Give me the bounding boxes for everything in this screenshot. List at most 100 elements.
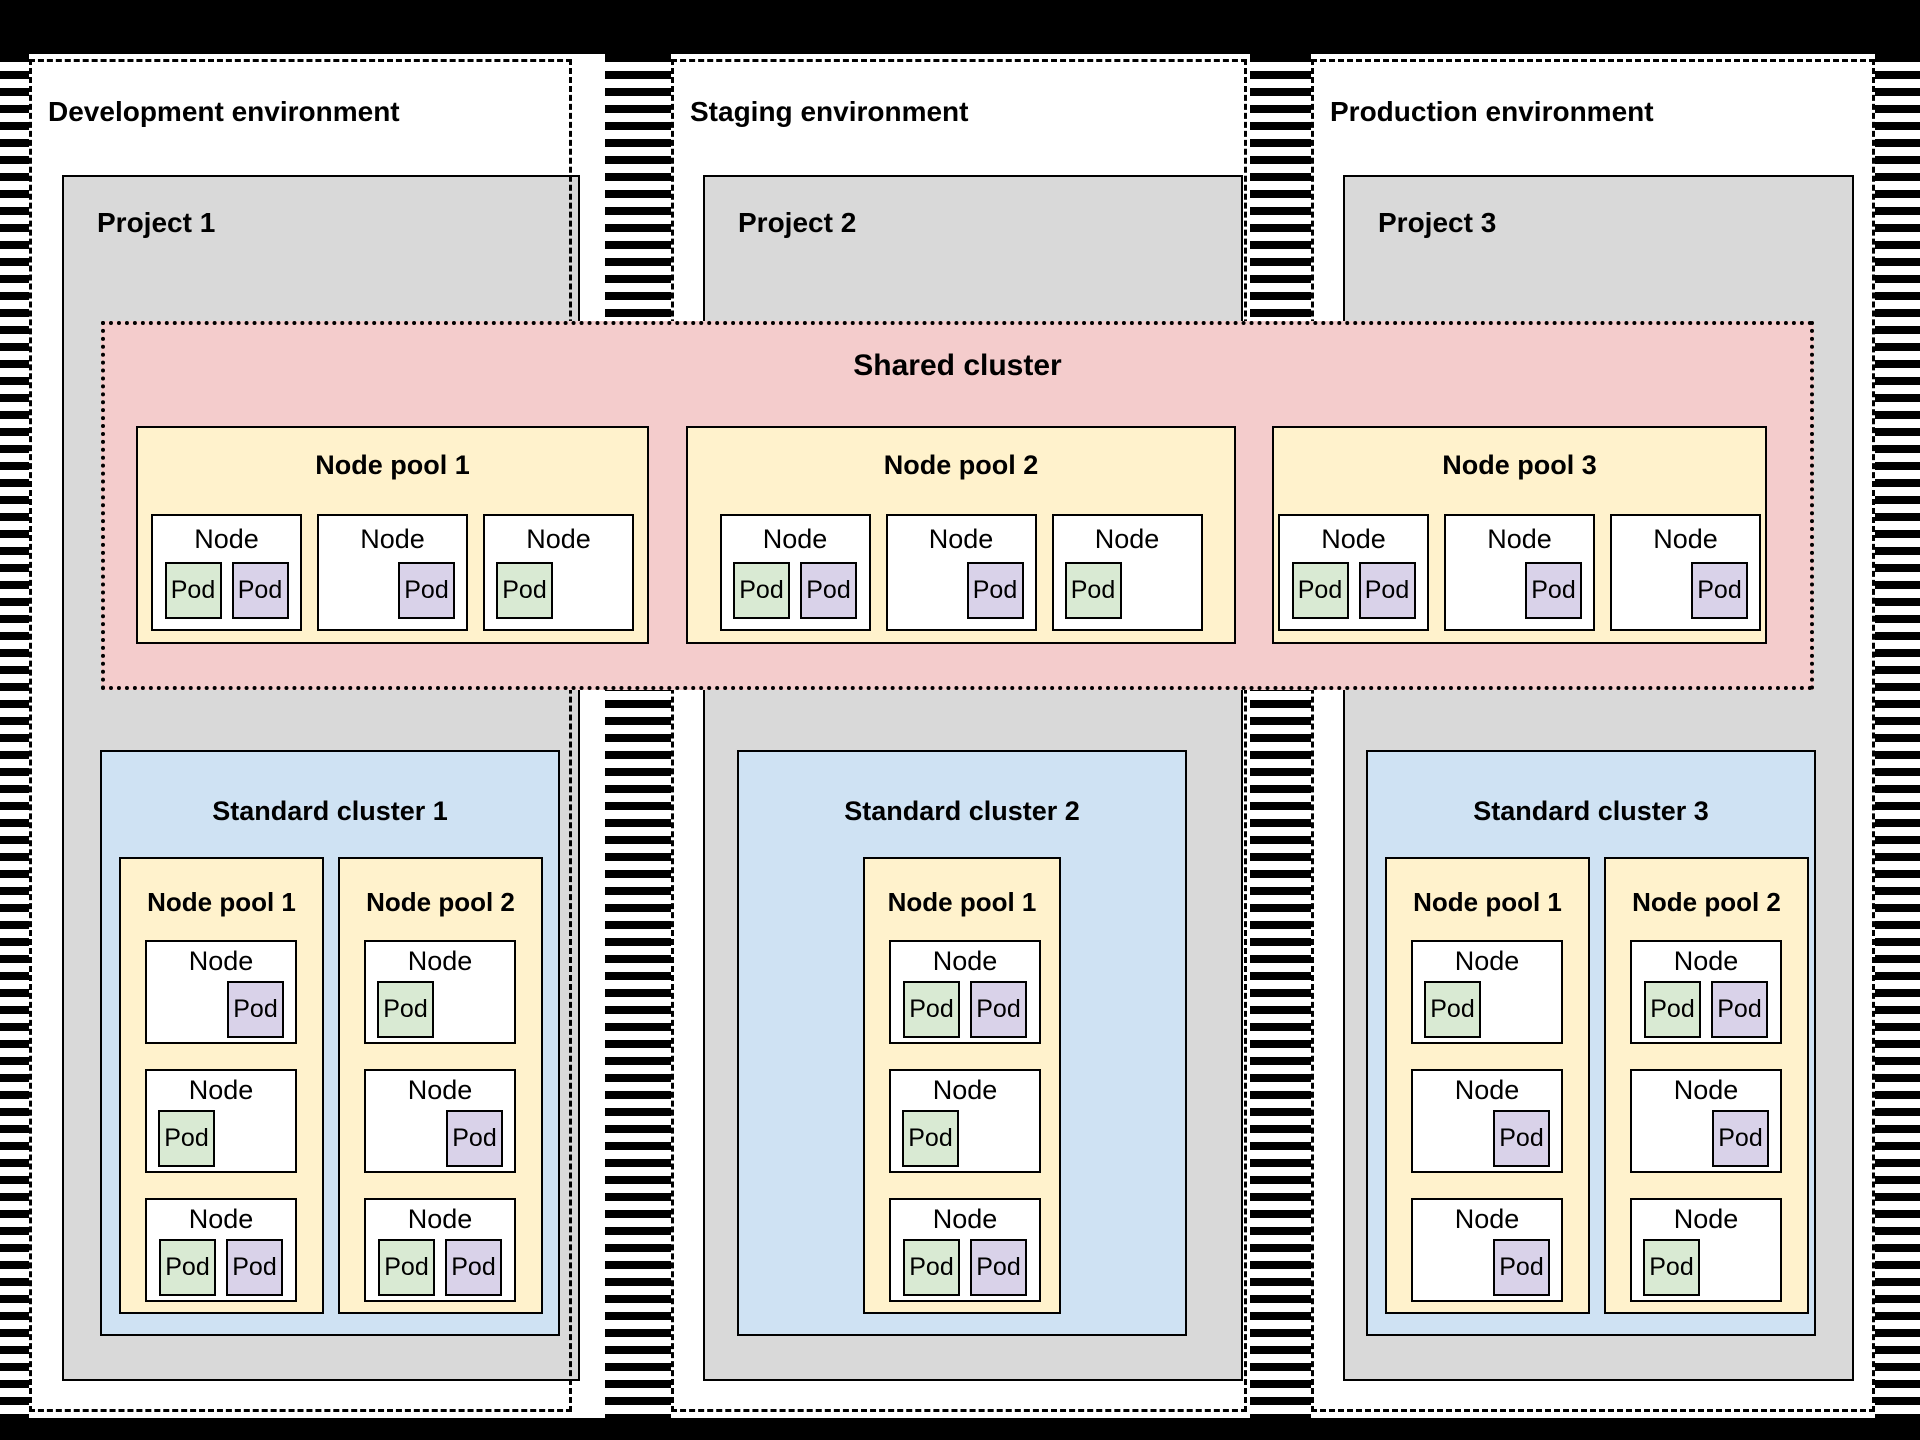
node-label: Node <box>1454 946 1520 976</box>
node-label: Node <box>1454 1075 1520 1105</box>
shared-cluster-title: Shared cluster <box>853 349 1062 382</box>
node-box: Node Pod <box>889 1069 1041 1173</box>
pod: Pod <box>231 562 289 619</box>
pod-row: Pod <box>319 562 466 619</box>
node-label: Node <box>194 524 259 554</box>
node-pool: Node pool 3 Node Pod Pod Node Pod <box>1272 426 1767 644</box>
node-pool-title: Node pool 1 <box>147 887 296 917</box>
standard-cluster-3: Standard cluster 3 Node pool 1 Node Pod … <box>1366 750 1816 1336</box>
node-box: Node Pod <box>1411 1069 1563 1173</box>
environment-box-development: Development environment <box>29 59 572 1412</box>
node-box: Node Pod Pod <box>364 1198 516 1302</box>
pod: Pod <box>1712 1110 1769 1167</box>
pod: Pod <box>377 981 434 1038</box>
node-label: Node <box>928 524 994 554</box>
pod: Pod <box>1691 562 1748 619</box>
environment-box-production: Production environment <box>1311 59 1875 1412</box>
node-box: Node Pod <box>1051 514 1203 631</box>
diagram-content-area: Project 1 Standard cluster 1 Node pool 1… <box>0 54 1920 1418</box>
pod: Pod <box>1493 1239 1550 1296</box>
node-label: Node <box>1487 524 1552 554</box>
pod: Pod <box>378 1239 435 1296</box>
node-box: Node Pod <box>1411 1198 1563 1302</box>
environment-title: Production environment <box>1330 96 1654 127</box>
pod: Pod <box>800 562 857 619</box>
hatch-bar-left <box>0 54 29 1418</box>
node-box: Node Pod Pod <box>151 514 302 631</box>
pod-row: Pod <box>147 1110 295 1167</box>
pod-row: Pod <box>366 1110 514 1167</box>
pod: Pod <box>1064 562 1122 619</box>
node-box: Node Pod <box>483 514 634 631</box>
pod-row: Pod Pod <box>153 562 300 619</box>
node-label: Node <box>526 524 591 554</box>
node-box: Node Pod <box>1630 1069 1782 1173</box>
pod: Pod <box>1643 1239 1700 1296</box>
pod: Pod <box>445 1239 502 1296</box>
node-label: Node <box>932 1204 998 1234</box>
pod: Pod <box>1493 1110 1550 1167</box>
project-box-2: Project 2 Standard cluster 2 Node pool 1… <box>703 175 1243 1381</box>
node-label: Node <box>1321 524 1386 554</box>
node-label: Node <box>762 524 828 554</box>
standard-cluster-2: Standard cluster 2 Node pool 1 Node Pod … <box>737 750 1187 1336</box>
pod: Pod <box>903 1239 960 1296</box>
pod: Pod <box>966 562 1024 619</box>
node-box: Node Pod <box>364 940 516 1044</box>
cluster-title: Standard cluster 1 <box>212 796 448 826</box>
pod-row: Pod <box>1413 981 1561 1038</box>
node-box: Node Pod <box>145 1069 297 1173</box>
pod-row: Pod <box>1612 562 1759 619</box>
node-label: Node <box>1454 1204 1520 1234</box>
pod-row: Pod <box>1054 562 1201 619</box>
node-label: Node <box>1653 524 1718 554</box>
node-label: Node <box>360 524 425 554</box>
node-label: Node <box>1673 946 1739 976</box>
node-pool-title: Node pool 2 <box>366 887 515 917</box>
pod-row: Pod <box>1413 1239 1561 1296</box>
pod-row: Pod Pod <box>891 981 1039 1038</box>
node-row: Node Pod Pod Node Pod Node <box>138 514 647 631</box>
project-title: Project 1 <box>97 207 216 238</box>
pod-row: Pod <box>366 981 514 1038</box>
pod-row: Pod Pod <box>891 1239 1039 1296</box>
node-box: Node Pod Pod <box>1630 940 1782 1044</box>
cluster-title: Standard cluster 3 <box>1473 796 1709 826</box>
node-pool-title: Node pool 1 <box>315 450 470 480</box>
node-box: Node Pod <box>1444 514 1595 631</box>
node-pool: Node pool 1 Node Pod Pod Node Pod <box>136 426 649 644</box>
pod-row: Pod Pod <box>366 1239 514 1296</box>
pod-row: Pod <box>888 562 1035 619</box>
node-label: Node <box>932 1075 998 1105</box>
pod: Pod <box>158 1110 215 1167</box>
pod-row: Pod <box>1632 1110 1780 1167</box>
pod: Pod <box>733 562 790 619</box>
hatch-bar-staging-production <box>1250 54 1311 1418</box>
environment-title: Development environment <box>48 96 400 127</box>
hatch-bar-right <box>1875 54 1920 1418</box>
pod: Pod <box>227 981 284 1038</box>
pod: Pod <box>1358 562 1416 619</box>
node-pool-title: Node pool 3 <box>1442 450 1597 480</box>
node-pool: Node pool 1 Node Pod Node Pod <box>119 857 324 1314</box>
pod: Pod <box>1711 981 1768 1038</box>
pod: Pod <box>398 562 455 619</box>
pod-row: Pod Pod <box>1632 981 1780 1038</box>
pod-row: Pod <box>891 1110 1039 1167</box>
hatch-bar-dev-staging <box>605 54 671 1418</box>
node-box: Node Pod <box>364 1069 516 1173</box>
pod: Pod <box>903 981 960 1038</box>
pod-row: Pod <box>1632 1239 1780 1296</box>
node-box: Node Pod <box>317 514 468 631</box>
standard-cluster-1: Standard cluster 1 Node pool 1 Node Pod … <box>100 750 560 1336</box>
node-box: Node Pod <box>1411 940 1563 1044</box>
pod-row: Pod Pod <box>147 1239 295 1296</box>
node-box: Node Pod <box>885 514 1037 631</box>
node-pool-title: Node pool 1 <box>887 887 1037 917</box>
node-pool: Node pool 2 Node Pod Node Pod <box>338 857 543 1314</box>
node-label: Node <box>407 946 473 976</box>
project-title: Project 2 <box>738 207 857 238</box>
node-label: Node <box>1673 1204 1739 1234</box>
node-label: Node <box>1673 1075 1739 1105</box>
